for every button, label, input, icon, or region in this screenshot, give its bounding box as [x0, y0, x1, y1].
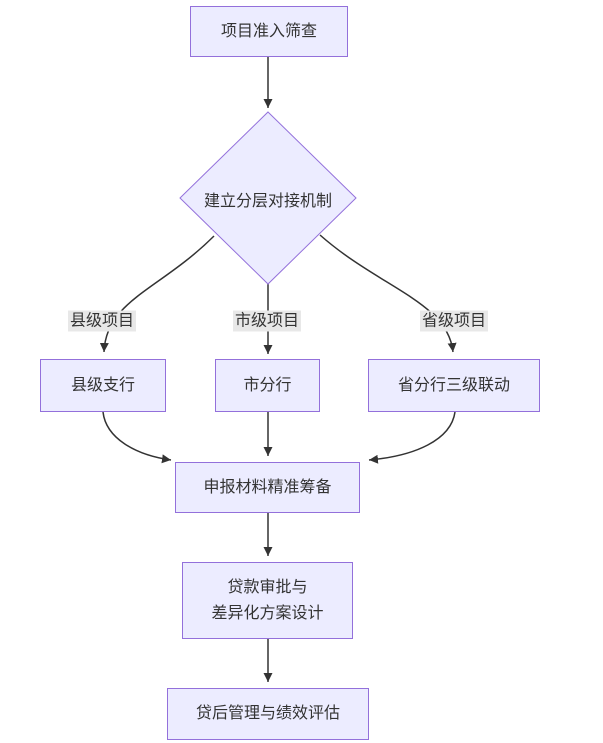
node-county-branch-label: 县级支行 — [70, 376, 135, 394]
edge-county-branch-to-materials — [102, 411, 172, 464]
edge-label-province-text: 省级项目 — [421, 312, 487, 330]
node-post-loan-management: 贷后管理与绩效评估 — [167, 688, 369, 740]
edge-label-city-text: 市级项目 — [234, 312, 300, 330]
edge-mechanism-to-county-branch — [99, 235, 215, 353]
node-post-loan-management-label: 贷后管理与绩效评估 — [195, 705, 340, 723]
node-city-branch: 市分行 — [215, 359, 320, 412]
node-county-branch: 县级支行 — [40, 359, 166, 412]
node-province-branch-label: 省分行三级联动 — [397, 376, 510, 394]
node-loan-approval: 贷款审批与 差异化方案设计 — [182, 562, 353, 639]
edge-label-county: 县级项目 — [67, 310, 137, 332]
edge-label-county-text: 县级项目 — [69, 312, 135, 330]
node-project-screening-label: 项目准入筛查 — [220, 22, 317, 40]
node-loan-approval-line2: 差异化方案设计 — [211, 604, 324, 622]
decision-diamond-shape — [179, 111, 357, 285]
node-province-branch: 省分行三级联动 — [368, 359, 540, 412]
node-city-branch-label: 市分行 — [243, 376, 292, 394]
edge-mechanism-to-province-branch — [319, 234, 457, 353]
node-decision-mechanism-label: 建立分层对接机制 — [188, 187, 348, 211]
decision-label-text: 建立分层对接机制 — [203, 193, 332, 210]
edge-label-city: 市级项目 — [232, 310, 302, 332]
edge-label-province: 省级项目 — [419, 310, 489, 332]
node-project-screening: 项目准入筛查 — [190, 6, 348, 57]
edge-province-branch-to-materials — [368, 411, 456, 464]
node-materials-preparation-label: 申报材料精准筹备 — [203, 478, 332, 496]
node-materials-preparation: 申报材料精准筹备 — [175, 462, 360, 513]
node-loan-approval-line1: 贷款审批与 — [227, 578, 308, 596]
